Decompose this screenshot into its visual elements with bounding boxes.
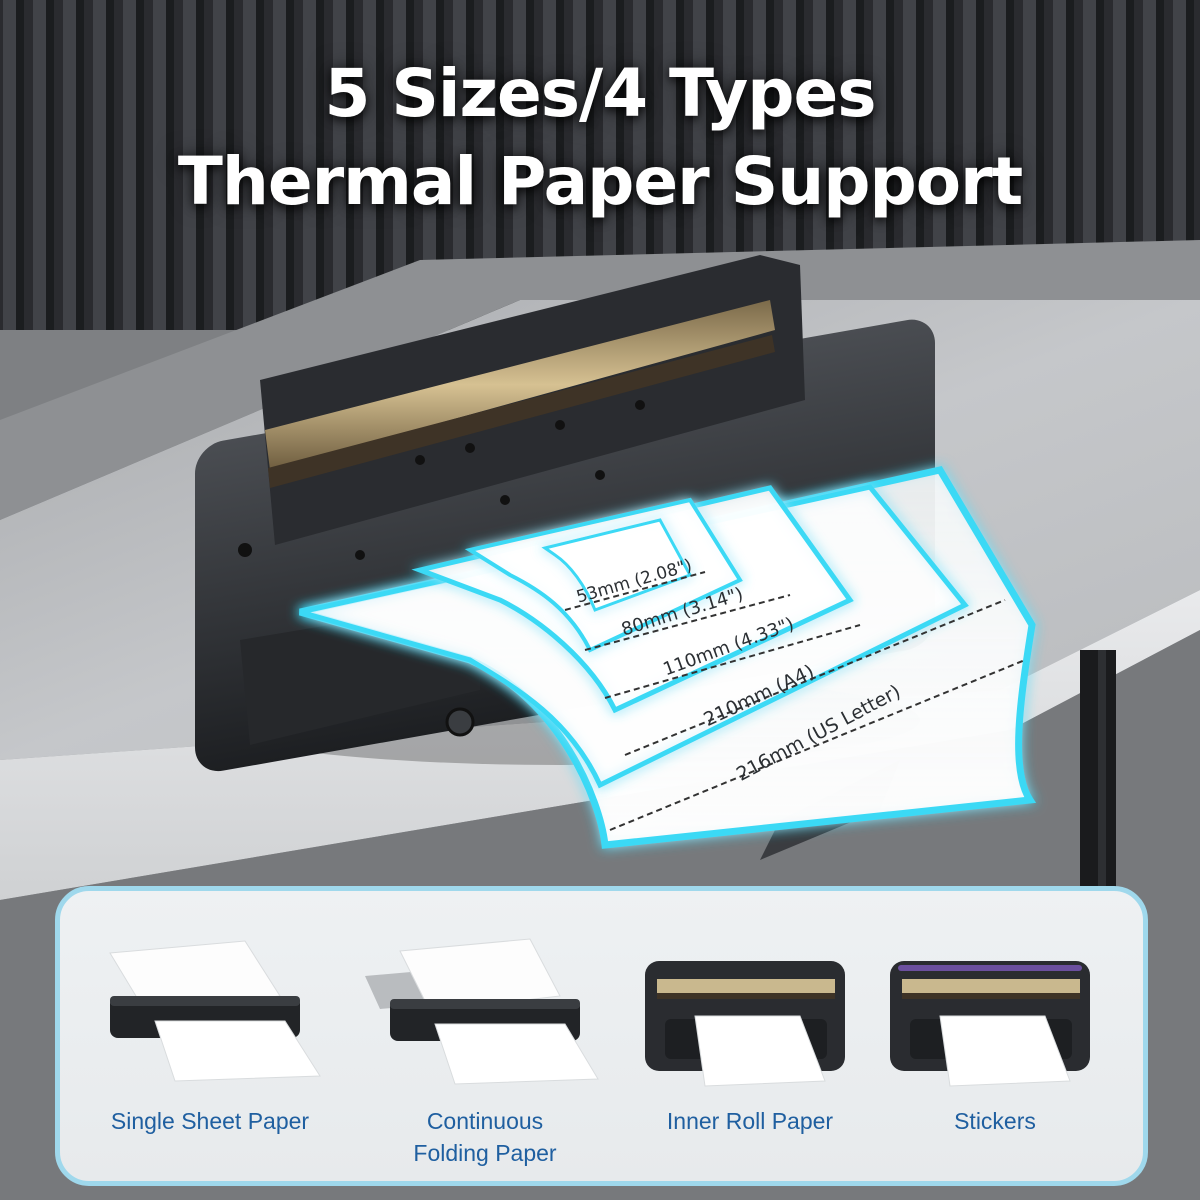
paper-type-label: Stickers <box>870 1105 1120 1137</box>
paper-type-label-line-1: Continuous <box>426 1108 544 1134</box>
paper-type-label-line-2: Folding Paper <box>413 1140 557 1166</box>
paper-type-label-line-1: Inner Roll Paper <box>666 1108 834 1134</box>
paper-type-single-sheet: Single Sheet Paper <box>85 921 335 1181</box>
paper-type-label-line-1: Single Sheet Paper <box>110 1108 310 1134</box>
headline-line-2: Thermal Paper Support <box>177 143 1023 220</box>
printer-roll-paper-icon <box>645 961 845 1087</box>
paper-type-label: Inner Roll Paper <box>625 1105 875 1137</box>
paper-type-inner-roll: Inner Roll Paper <box>625 921 875 1181</box>
paper-size-stack <box>299 466 1037 849</box>
paper-type-label: Single Sheet Paper <box>85 1105 335 1137</box>
printer-sticker-icon <box>890 961 1090 1087</box>
paper-type-continuous-folding: Continuous Folding Paper <box>360 921 610 1181</box>
headline-line-1: 5 Sizes/4 Types <box>324 55 876 132</box>
paper-type-label: Continuous Folding Paper <box>360 1105 610 1169</box>
printer-single-sheet-icon <box>109 940 321 1082</box>
printer-folding-paper-icon <box>365 938 599 1085</box>
paper-type-stickers: Stickers <box>870 921 1120 1181</box>
headline: 5 Sizes/4 Types Thermal Paper Support <box>0 50 1200 226</box>
paper-type-label-line-1: Stickers <box>954 1108 1036 1134</box>
paper-types-panel: Single Sheet Paper Continuous Folding Pa… <box>55 886 1148 1186</box>
